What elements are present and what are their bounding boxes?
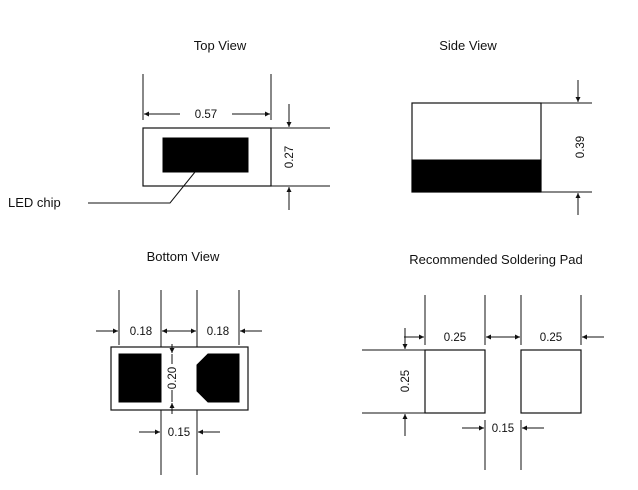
bottom-view-title: Bottom View xyxy=(147,249,220,264)
pad-left-width-dimension: 0.25 xyxy=(444,332,466,344)
side-view: Side View 0.39 xyxy=(411,38,592,215)
soldering-pad-view: Recommended Soldering Pad 0.25 0.25 0.25… xyxy=(362,252,604,470)
top-height-dimension: 0.27 xyxy=(284,146,296,168)
led-chip xyxy=(162,137,249,173)
side-height-dimension: 0.39 xyxy=(575,136,587,158)
led-chip-leader xyxy=(88,171,196,204)
solder-pad-right xyxy=(520,349,582,414)
top-view-title: Top View xyxy=(194,38,247,53)
bottom-right-dimension: 0.18 xyxy=(207,326,229,338)
pad-height-dimension: 0.25 xyxy=(400,370,412,392)
led-chip-label: LED chip xyxy=(8,195,61,210)
top-width-dimension: 0.57 xyxy=(195,109,217,121)
side-package-base xyxy=(411,159,542,193)
side-view-title: Side View xyxy=(439,38,497,53)
bottom-pad-left xyxy=(118,353,162,403)
pad-right-width-dimension: 0.25 xyxy=(540,332,562,344)
soldering-pad-title: Recommended Soldering Pad xyxy=(409,252,582,267)
top-view: Top View 0.57 0.27 LED chip xyxy=(8,38,330,210)
bottom-pad-right xyxy=(196,353,240,403)
solder-pad-left xyxy=(424,349,486,414)
bottom-left-dimension: 0.18 xyxy=(130,326,152,338)
pad-gap-dimension: 0.15 xyxy=(492,423,514,435)
bottom-gap-height-dimension: 0.20 xyxy=(167,367,179,389)
bottom-gap-width-dimension: 0.15 xyxy=(168,427,190,439)
bottom-view: Bottom View 0.18 0.18 0.20 0.15 xyxy=(96,249,262,475)
